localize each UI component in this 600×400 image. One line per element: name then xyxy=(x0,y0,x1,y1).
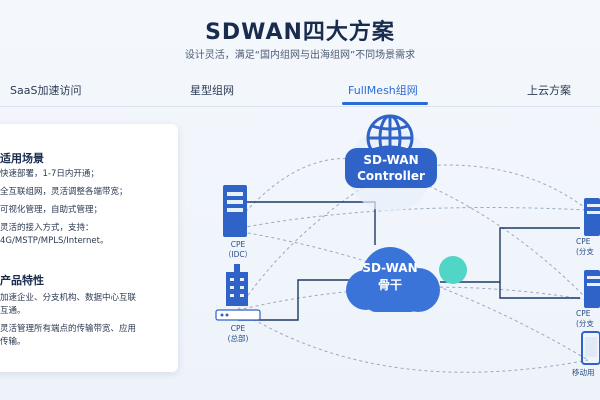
cpe-idc-label-line2: （IDC） xyxy=(223,250,253,259)
feature-item: 灵活管理所有端点的传输带宽、应用 xyxy=(0,324,137,334)
tab-saas[interactable]: SaaS加速访问 xyxy=(10,84,82,97)
backbone-label-line2: 骨干 xyxy=(377,278,402,292)
cpe-hq-label: CPE (总部) xyxy=(210,324,266,344)
feature-item: 传输。 xyxy=(0,337,26,347)
tab-cloud[interactable]: 上云方案 xyxy=(527,84,571,97)
info-panel: 适用场景 快速部署，1-7日内开通； 全互联组网，灵活调整各端带宽； 可视化管理… xyxy=(0,124,178,372)
branch2-server-icon xyxy=(584,270,600,308)
mobile-user-label: 移动用 xyxy=(572,368,595,377)
backbone-label: SD-WAN 骨干 xyxy=(360,260,420,294)
feature-item: 加速企业、分支机构、数据中心互联 xyxy=(0,293,137,303)
active-tab-indicator xyxy=(342,102,428,105)
scenario-item: 4G/MSTP/MPLS/Internet。 xyxy=(0,236,109,246)
backbone-label-line1: SD-WAN xyxy=(362,261,418,275)
backbone-accent-dot xyxy=(439,256,467,284)
scenario-item: 快速部署，1-7日内开通； xyxy=(0,169,99,179)
controller-label-line2: Controller xyxy=(357,169,425,183)
cpe-branch2-label-line1: CPE xyxy=(576,309,591,318)
idc-server-icon xyxy=(223,185,247,237)
page-title: SDWAN四大方案 xyxy=(205,20,395,45)
features-title: 产品特性 xyxy=(0,274,44,287)
cpe-branch1-label: CPE (分支 xyxy=(576,237,600,257)
solution-tabs: SaaS加速访问 星型组网 FullMesh组网 上云方案 xyxy=(0,76,600,107)
mobile-phone-icon xyxy=(581,331,600,365)
diagram-canvas xyxy=(215,114,600,373)
controller-label: SD-WAN Controller xyxy=(345,152,437,184)
cpe-idc-label-line1: CPE xyxy=(230,240,246,249)
cpe-branch2-label: CPE (分支 xyxy=(576,309,600,329)
backbone-cloud xyxy=(346,247,440,312)
hq-building-icon xyxy=(226,264,248,306)
page-subtitle: 设计灵活，满足“国内组网与出海组网”不同场景需求 xyxy=(184,50,416,61)
cpe-hq-label-line2: (总部) xyxy=(227,334,249,343)
tab-star[interactable]: 星型组网 xyxy=(190,84,234,97)
feature-item: 互通。 xyxy=(0,306,26,316)
branch1-server-icon xyxy=(584,198,600,236)
cpe-branch1-label-line2: (分支 xyxy=(576,247,594,256)
controller-box xyxy=(345,148,437,188)
cpe-branch1-label-line1: CPE xyxy=(576,237,591,246)
cpe-idc-label: CPE （IDC） xyxy=(210,240,266,260)
cpe-branch2-label-line2: (分支 xyxy=(576,319,594,328)
network-diagram: SD-WAN Controller SD-WAN 骨干 CPE （IDC） CP… xyxy=(180,110,600,400)
tab-fullmesh[interactable]: FullMesh组网 xyxy=(348,84,418,97)
scenario-item: 灵活的接入方式，支持： xyxy=(0,223,94,233)
cpe-hq-label-line1: CPE xyxy=(230,324,246,333)
scenario-item: 可视化管理，自助式管理； xyxy=(0,205,103,215)
controller-label-line1: SD-WAN xyxy=(363,153,419,167)
hq-router-icon xyxy=(215,309,261,321)
scenario-item: 全互联组网，灵活调整各端带宽； xyxy=(0,187,128,197)
scenarios-title: 适用场景 xyxy=(0,152,44,165)
